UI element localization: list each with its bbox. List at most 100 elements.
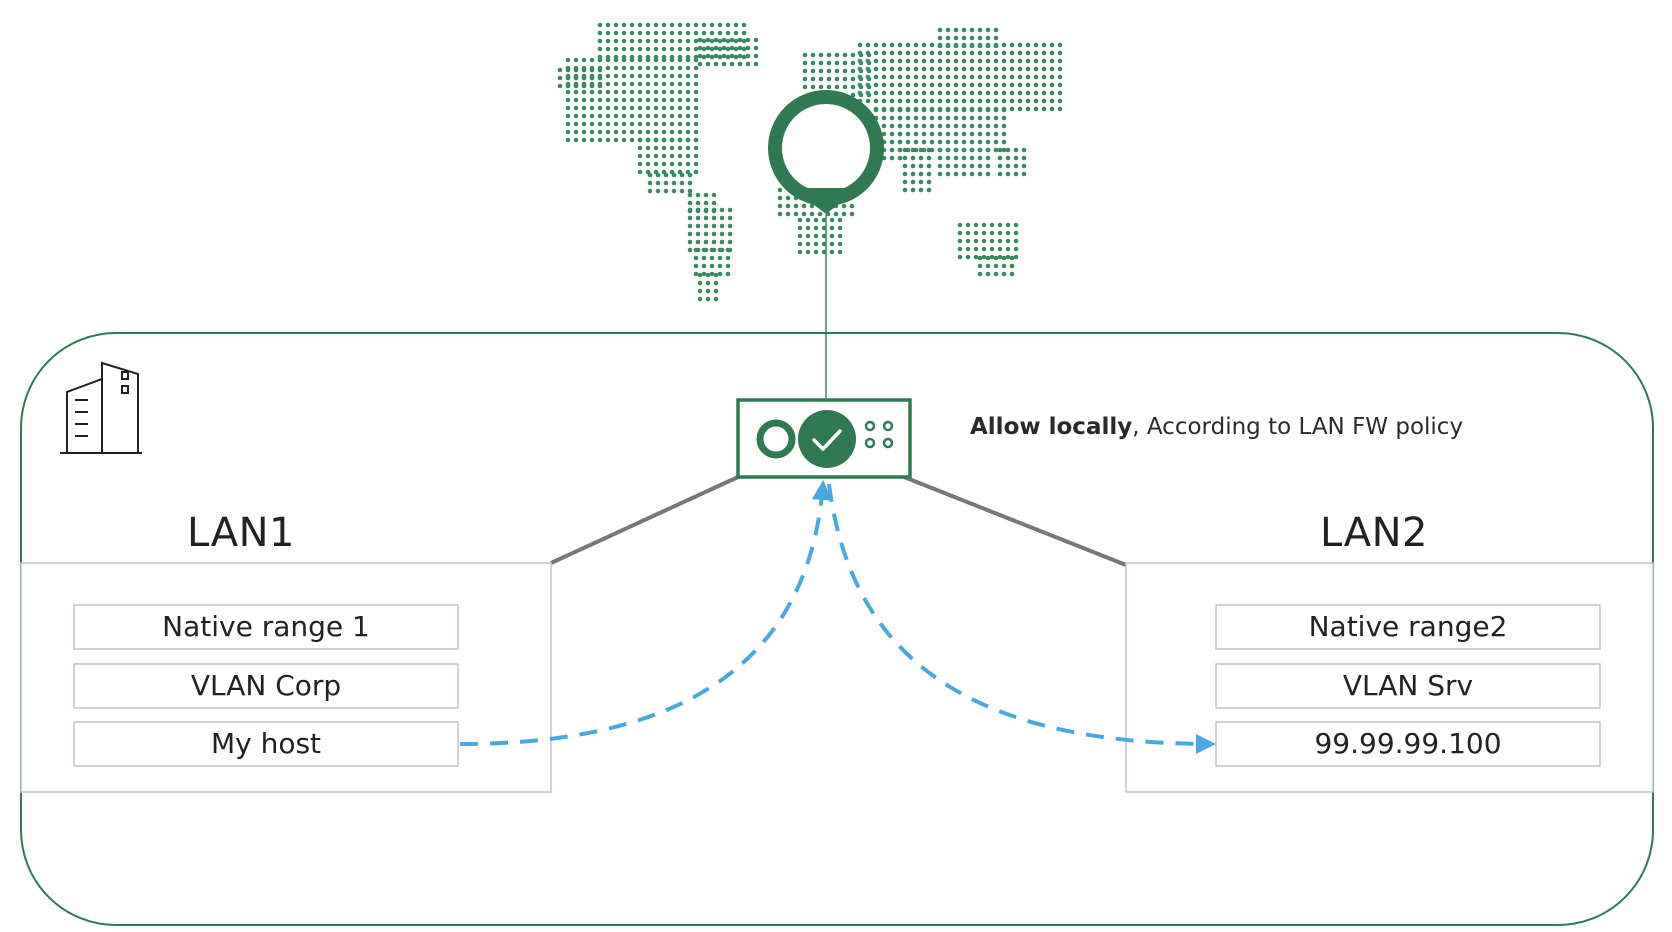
map-dot xyxy=(697,37,703,43)
map-dot xyxy=(671,188,677,194)
map-dot xyxy=(621,65,627,71)
map-dot xyxy=(589,97,595,103)
map-dot xyxy=(695,207,701,213)
map-dot xyxy=(865,90,871,96)
map-dot xyxy=(913,74,919,80)
map-dot xyxy=(817,211,823,217)
traffic-path-in xyxy=(827,483,1216,754)
map-dot xyxy=(913,42,919,48)
map-dot xyxy=(687,231,693,237)
map-dot xyxy=(1017,106,1023,112)
lan1-item-vlan: VLAN Corp xyxy=(190,669,342,702)
map-dot xyxy=(985,82,991,88)
map-dot xyxy=(653,137,659,143)
map-dot xyxy=(1009,255,1015,261)
map-dot xyxy=(913,123,919,129)
map-dot xyxy=(905,123,911,129)
map-dot xyxy=(1009,50,1015,56)
map-dot xyxy=(897,139,903,145)
map-dot xyxy=(889,123,895,129)
map-dot xyxy=(653,129,659,135)
map-dot xyxy=(945,50,951,56)
map-dot xyxy=(953,98,959,104)
map-dot xyxy=(902,147,908,153)
map-dot xyxy=(977,43,983,49)
map-dot xyxy=(913,131,919,137)
map-dot xyxy=(697,288,703,294)
map-dot xyxy=(597,75,603,81)
map-dot xyxy=(597,121,603,127)
map-dot xyxy=(945,123,951,129)
map-dot xyxy=(1049,58,1055,64)
map-dot xyxy=(897,42,903,48)
map-dot xyxy=(873,82,879,88)
map-dot xyxy=(629,65,635,71)
map-dot xyxy=(661,113,667,119)
map-dot xyxy=(629,113,635,119)
map-dot xyxy=(1009,263,1015,269)
map-dot xyxy=(857,50,863,56)
lan1-row-box xyxy=(73,663,459,709)
map-dot xyxy=(605,89,611,95)
map-dot xyxy=(717,247,723,253)
map-dot xyxy=(993,107,999,113)
map-dot xyxy=(709,255,715,261)
map-dot xyxy=(725,22,731,28)
map-dot xyxy=(613,137,619,143)
map-dot xyxy=(725,30,731,36)
map-dot xyxy=(926,179,932,185)
map-dot xyxy=(793,203,799,209)
map-dot xyxy=(801,211,807,217)
map-dot xyxy=(1001,50,1007,56)
map-dot xyxy=(719,215,725,221)
map-dot xyxy=(581,83,587,89)
map-dot xyxy=(985,115,991,121)
map-dot xyxy=(703,215,709,221)
map-dot xyxy=(645,81,651,87)
map-dot xyxy=(589,75,595,81)
map-dot xyxy=(645,97,651,103)
map-dot xyxy=(937,115,943,121)
map-dot xyxy=(687,207,693,213)
map-dot xyxy=(929,115,935,121)
map-dot xyxy=(1009,90,1015,96)
map-dot xyxy=(1049,42,1055,48)
map-dot xyxy=(637,65,643,71)
map-dot xyxy=(661,145,667,151)
map-dot xyxy=(741,38,747,44)
map-dot xyxy=(637,129,643,135)
map-dot xyxy=(957,246,963,252)
map-dot xyxy=(605,38,611,44)
map-dot xyxy=(685,113,691,119)
map-dot xyxy=(977,171,983,177)
map-dot xyxy=(889,131,895,137)
map-dot xyxy=(669,65,675,71)
map-dot xyxy=(969,90,975,96)
map-dot xyxy=(910,155,916,161)
map-dot xyxy=(1001,255,1007,261)
map-dot xyxy=(629,54,635,60)
map-dot xyxy=(985,90,991,96)
map-dot xyxy=(881,82,887,88)
map-dot xyxy=(897,82,903,88)
map-dot xyxy=(669,113,675,119)
map-dot xyxy=(953,163,959,169)
map-dot xyxy=(605,54,611,60)
map-dot xyxy=(1017,66,1023,72)
map-dot xyxy=(1025,74,1031,80)
map-dot xyxy=(929,58,935,64)
map-dot xyxy=(973,222,979,228)
map-dot xyxy=(661,54,667,60)
map-dot xyxy=(741,22,747,28)
map-dot xyxy=(669,46,675,52)
map-dot xyxy=(677,129,683,135)
map-dot xyxy=(985,123,991,129)
map-dot xyxy=(785,211,791,217)
map-dot xyxy=(669,121,675,127)
map-dot xyxy=(802,60,808,66)
map-dot xyxy=(945,82,951,88)
map-dot xyxy=(653,113,659,119)
map-dot xyxy=(589,57,595,63)
map-dot xyxy=(829,217,835,223)
map-dot xyxy=(741,30,747,36)
